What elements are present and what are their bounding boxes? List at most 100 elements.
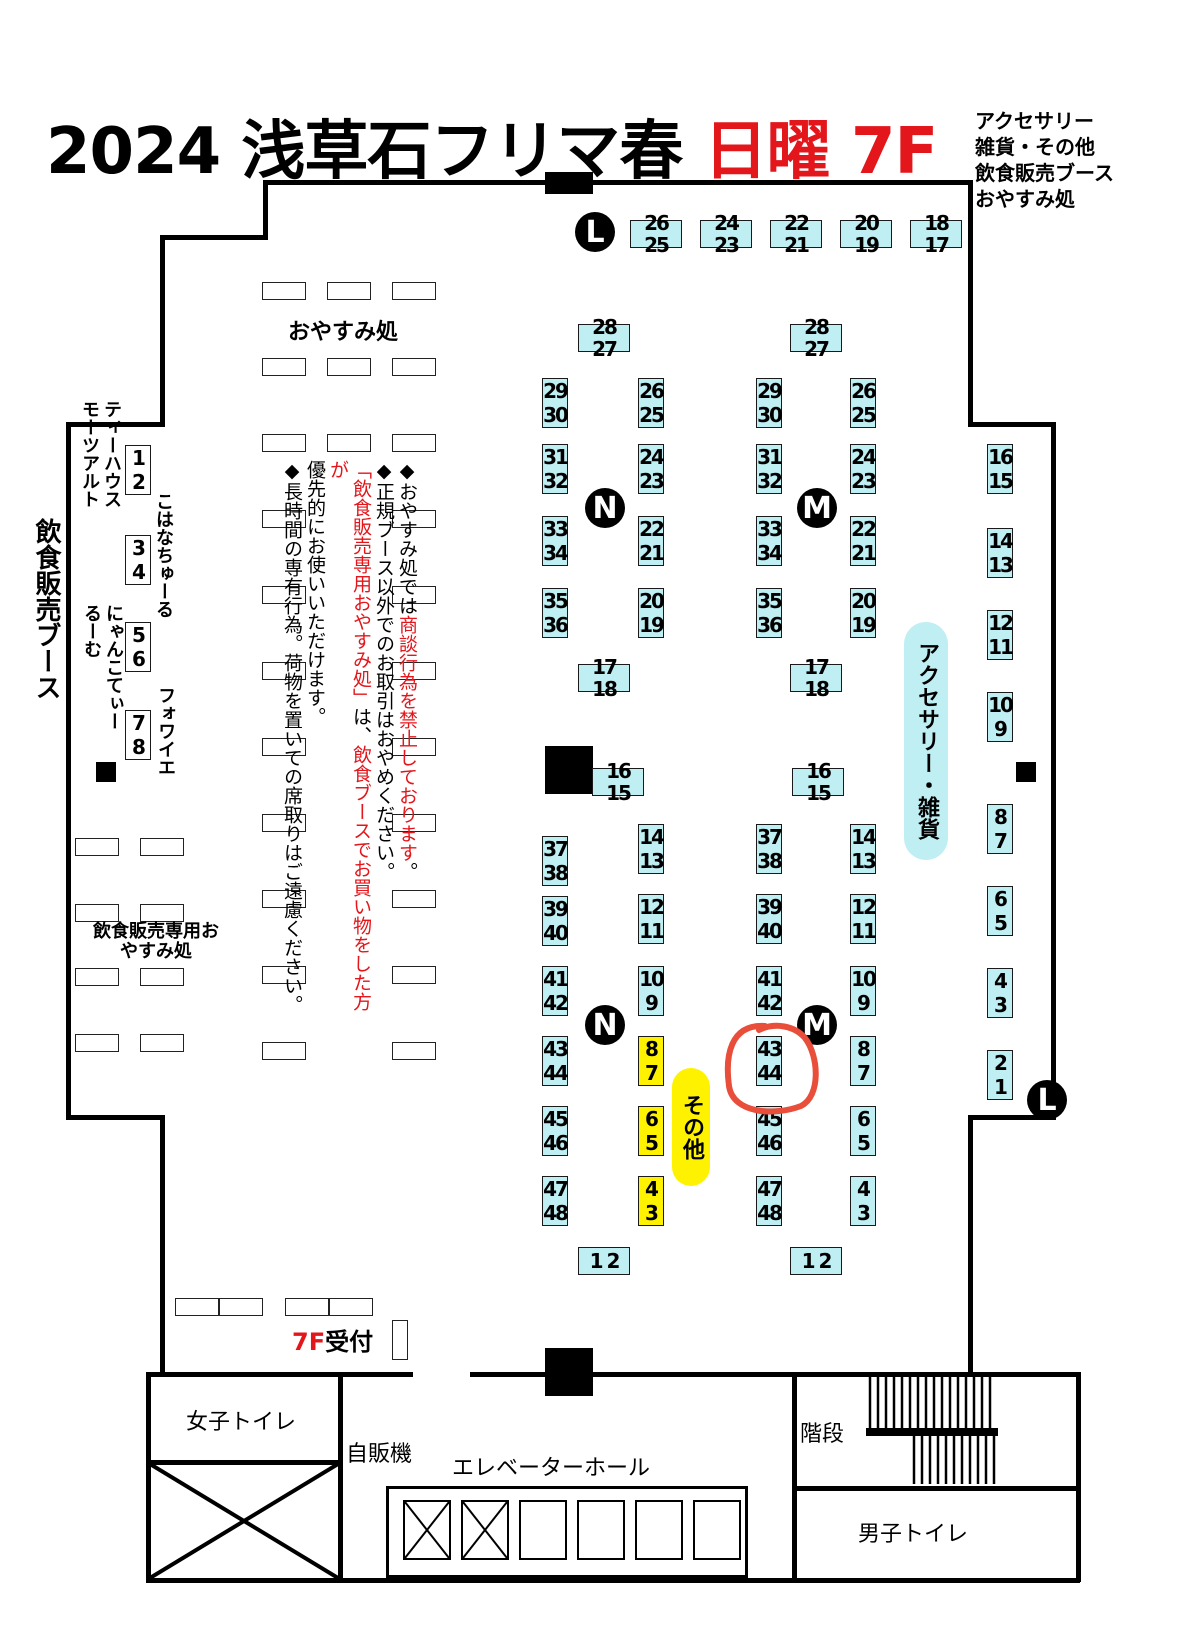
island-marker-n: N <box>585 488 625 528</box>
elevator-closed <box>461 1500 509 1560</box>
elevator-bank <box>386 1486 748 1578</box>
reception-desk <box>392 1320 408 1360</box>
booth[interactable]: 1 2 <box>790 1247 842 1275</box>
no-access-area <box>150 1464 338 1578</box>
vending-label: 自販機 <box>346 1442 413 1467</box>
title-day: 日曜 <box>703 115 831 189</box>
booth[interactable]: 1 2 <box>578 1247 630 1275</box>
elevator <box>577 1500 625 1560</box>
rest-area-notice: ◆おやすみ処では商談行為を禁止しております。 ◆正規ブース以外でのお取引はおやめ… <box>281 460 418 1014</box>
booth[interactable]: 17 18 <box>578 656 630 700</box>
category-item: おやすみ処 <box>975 187 1075 211</box>
booth[interactable]: 28 27 <box>790 316 842 360</box>
womens-toilet-label: 女子トイレ <box>186 1410 297 1435</box>
food-rest-area-label: 飲食販売専用おやすみ処 <box>86 922 226 962</box>
booth[interactable]: 24 23 <box>700 212 752 256</box>
island-marker-n: N <box>585 1005 625 1045</box>
booth[interactable]: 18 17 <box>910 212 962 256</box>
island-marker-l: L <box>575 212 615 252</box>
stairs-label: 階段 <box>800 1422 845 1447</box>
elevator-hall-label: エレベーターホール <box>452 1456 651 1481</box>
food-booth-area-label: 飲食販売ブース <box>31 518 61 700</box>
vendor-name: にゃんこてぃーるーむ <box>81 604 124 730</box>
rest-area-label: おやすみ処 <box>288 320 399 345</box>
booth[interactable]: 17 18 <box>790 656 842 700</box>
booth[interactable]: 22 21 <box>770 212 822 256</box>
vendor-name: フォワイエ <box>155 686 176 776</box>
category-list: アクセサリー 雑貨・その他 飲食販売ブース おやすみ処 <box>975 108 1114 212</box>
elevator-closed <box>403 1500 451 1560</box>
reception-label: 7F受付 <box>292 1328 374 1356</box>
page-title: 2024 浅草石フリマ春 日曜 7F <box>46 100 938 192</box>
stairs-icon <box>866 1376 998 1484</box>
booth[interactable]: 20 19 <box>840 212 892 256</box>
booth[interactable]: 16 15 <box>592 760 644 804</box>
island-marker-l: L <box>1027 1080 1067 1120</box>
booth[interactable]: 26 25 <box>630 212 682 256</box>
mens-toilet-label: 男子トイレ <box>858 1522 969 1547</box>
category-item: 飲食販売ブース <box>975 161 1114 185</box>
accessory-zone-label: アクセサリー・雑貨 <box>904 622 948 860</box>
vendor-name: ティーハウスモーツアルト <box>79 400 122 508</box>
elevator <box>635 1500 683 1560</box>
booth[interactable]: 28 27 <box>578 316 630 360</box>
elevator <box>519 1500 567 1560</box>
other-zone-label: その他 <box>672 1068 710 1186</box>
title-floor: 7F <box>850 115 938 189</box>
highlight-circle-mark <box>724 1022 819 1115</box>
elevator <box>693 1500 741 1560</box>
booth[interactable]: 16 15 <box>792 760 844 804</box>
